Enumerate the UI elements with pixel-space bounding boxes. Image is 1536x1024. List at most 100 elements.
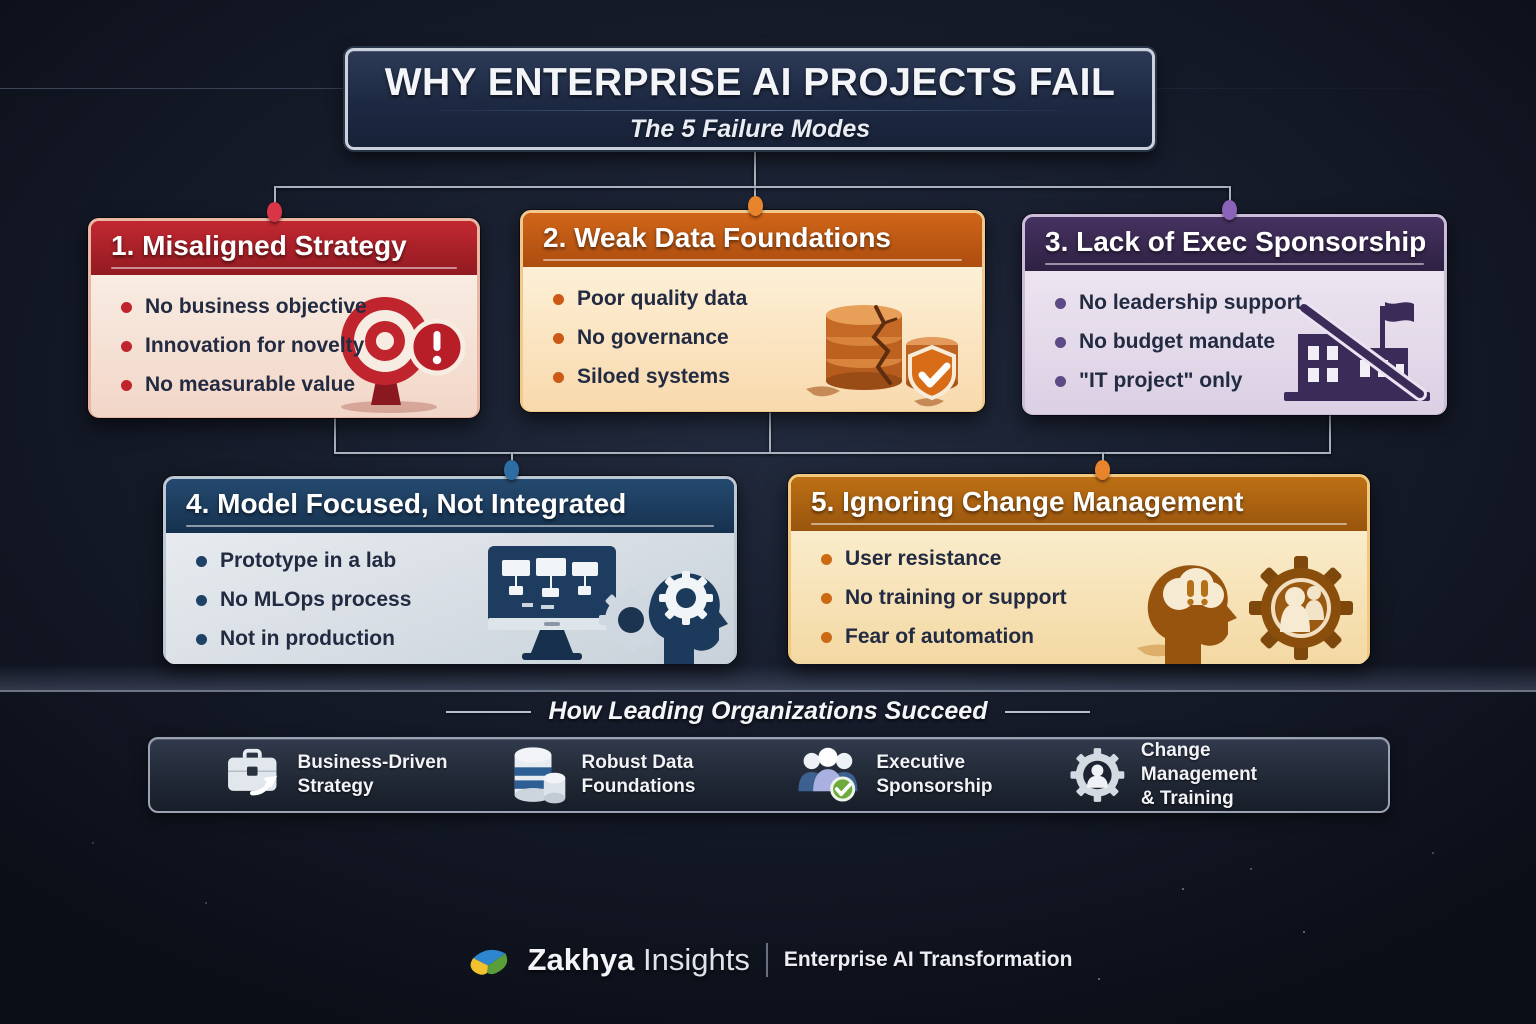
card-title: 3. Lack of Exec Sponsorship bbox=[1045, 226, 1427, 257]
bullet-dot bbox=[196, 555, 207, 567]
succeed-item-label: Business-Driven Strategy bbox=[297, 752, 448, 797]
succeed-item-change-management-training: Change Management & Training bbox=[1069, 739, 1316, 810]
connector-line bbox=[334, 418, 336, 454]
heading-line-left bbox=[445, 710, 531, 713]
card-title: 4. Model Focused, Not Integrated bbox=[186, 488, 627, 519]
succeed-heading-text: How Leading Organizations Succeed bbox=[548, 697, 988, 725]
card-header: 3. Lack of Exec Sponsorship bbox=[1025, 217, 1444, 271]
bullet-dot bbox=[553, 293, 564, 305]
head-cloud-gear-icon bbox=[1137, 556, 1353, 664]
database-icon bbox=[514, 747, 565, 804]
card-header: 2. Weak Data Foundations bbox=[523, 213, 982, 267]
bullet-item: No measurable value bbox=[121, 373, 477, 397]
succeed-item-business-driven-strategy: Business-Driven Strategy bbox=[222, 745, 510, 805]
card-header: 1. Misaligned Strategy bbox=[91, 221, 477, 275]
bullet-dot bbox=[121, 340, 132, 352]
card-header-rule bbox=[1045, 263, 1424, 265]
card-ignoring-change-management: 5. Ignoring Change Management User resis… bbox=[788, 474, 1370, 664]
connector-line bbox=[274, 186, 276, 212]
zakhya-diamond-logo bbox=[470, 949, 507, 975]
card-body: Prototype in a lab No MLOps process Not … bbox=[166, 533, 734, 664]
card-misaligned-strategy: 1. Misaligned Strategy No business objec… bbox=[88, 218, 480, 418]
title-box: WHY ENTERPRISE AI PROJECTS FAIL The 5 Fa… bbox=[345, 48, 1155, 150]
bullet-item: No business objective bbox=[121, 295, 477, 319]
card-header: 4. Model Focused, Not Integrated bbox=[166, 479, 734, 533]
bullet-dot bbox=[121, 379, 132, 391]
bullet-dot bbox=[1055, 336, 1066, 348]
gear-person-icon bbox=[1070, 748, 1125, 802]
bullet-dot bbox=[821, 631, 832, 643]
bullet-dot bbox=[1055, 375, 1066, 387]
bullet-dot bbox=[196, 633, 207, 645]
connector-dot-red bbox=[267, 202, 282, 222]
page-subtitle: The 5 Failure Modes bbox=[629, 115, 871, 143]
background-speck bbox=[205, 902, 207, 904]
background-speck bbox=[1250, 868, 1252, 870]
bullet-item: Innovation for novelty bbox=[121, 334, 477, 358]
bullet-item: Prototype in a lab bbox=[196, 549, 734, 573]
card-header-rule bbox=[811, 523, 1347, 525]
no-executive-building-icon bbox=[1284, 301, 1430, 401]
cracked-database-icon bbox=[806, 305, 958, 407]
card-title: 5. Ignoring Change Management bbox=[811, 486, 1244, 517]
card-header-rule bbox=[111, 267, 457, 269]
connector-dot-orange bbox=[1095, 460, 1110, 480]
connector-dot-blue bbox=[504, 460, 519, 480]
card-header: 5. Ignoring Change Management bbox=[791, 477, 1367, 531]
succeed-item-label: Executive Sponsorship bbox=[876, 752, 993, 797]
card-title: 2. Weak Data Foundations bbox=[543, 222, 891, 253]
background-speck bbox=[1182, 888, 1184, 890]
succeed-item-label: Robust Data Foundations bbox=[581, 752, 696, 797]
footer-divider bbox=[765, 943, 768, 977]
connector-line bbox=[274, 186, 1231, 188]
card-header-rule bbox=[543, 259, 962, 261]
bullet-dot bbox=[1055, 297, 1066, 309]
briefcase-arrow-icon bbox=[228, 748, 278, 796]
page-title: WHY ENTERPRISE AI PROJECTS FAIL bbox=[384, 61, 1116, 104]
section-divider-band bbox=[0, 664, 1536, 692]
background-speck bbox=[1303, 931, 1305, 933]
succeed-item-robust-data-foundations: Robust Data Foundations bbox=[510, 742, 794, 808]
bullet-item: No governance bbox=[553, 326, 982, 350]
succeed-heading: How Leading Organizations Succeed bbox=[0, 697, 1536, 726]
connector-line bbox=[1329, 415, 1331, 454]
succeed-bar: Business-Driven Strategy Robust Data Fou… bbox=[148, 737, 1390, 813]
title-divider bbox=[418, 110, 1082, 111]
bullet-item: No leadership support bbox=[1055, 291, 1444, 315]
card-body: User resistance No training or support F… bbox=[791, 531, 1367, 664]
card-body: No leadership support No budget mandate … bbox=[1025, 271, 1444, 414]
card-title: 1. Misaligned Strategy bbox=[111, 230, 407, 261]
card-header-rule bbox=[186, 525, 714, 527]
background-speck bbox=[1432, 852, 1434, 854]
succeed-item-executive-sponsorship: Executive Sponsorship bbox=[794, 743, 1070, 807]
bullet-item: No training or support bbox=[821, 586, 1367, 610]
bullet-item: User resistance bbox=[821, 547, 1367, 571]
bullet-dot bbox=[821, 553, 832, 565]
bullet-item: Not in production bbox=[196, 627, 734, 651]
brand-name: Zakhya Insights bbox=[527, 942, 750, 977]
monitor-gears-head-icon bbox=[488, 546, 728, 664]
succeed-item-label: Change Management & Training bbox=[1140, 740, 1258, 809]
card-body: Poor quality data No governance Siloed s… bbox=[523, 267, 982, 411]
team-check-icon bbox=[797, 747, 857, 802]
card-model-focused-not-integrated: 4. Model Focused, Not Integrated Prototy… bbox=[163, 476, 737, 664]
footer-tagline: Enterprise AI Transformation bbox=[783, 948, 1073, 971]
card-weak-data-foundations: 2. Weak Data Foundations Poor quality da… bbox=[520, 210, 985, 412]
card-body: No business objective Innovation for nov… bbox=[91, 275, 477, 417]
bullet-item: No budget mandate bbox=[1055, 330, 1444, 354]
bullet-item: Fear of automation bbox=[821, 625, 1367, 649]
bullet-dot bbox=[553, 332, 564, 344]
connector-dot-purple bbox=[1222, 200, 1237, 220]
bullet-dot bbox=[553, 371, 564, 383]
card-lack-of-exec-sponsorship: 3. Lack of Exec Sponsorship No leadershi… bbox=[1022, 214, 1447, 415]
footer: Zakhya Insights Enterprise AI Transforma… bbox=[0, 940, 1536, 980]
heading-line-right bbox=[1005, 710, 1091, 713]
connector-line bbox=[754, 150, 756, 208]
bullet-item: No MLOps process bbox=[196, 588, 734, 612]
bullet-item: Siloed systems bbox=[553, 365, 982, 389]
connector-line bbox=[769, 412, 771, 454]
bullet-item: Poor quality data bbox=[553, 287, 982, 311]
target-warning-icon bbox=[341, 297, 466, 413]
bullet-dot bbox=[196, 594, 207, 606]
